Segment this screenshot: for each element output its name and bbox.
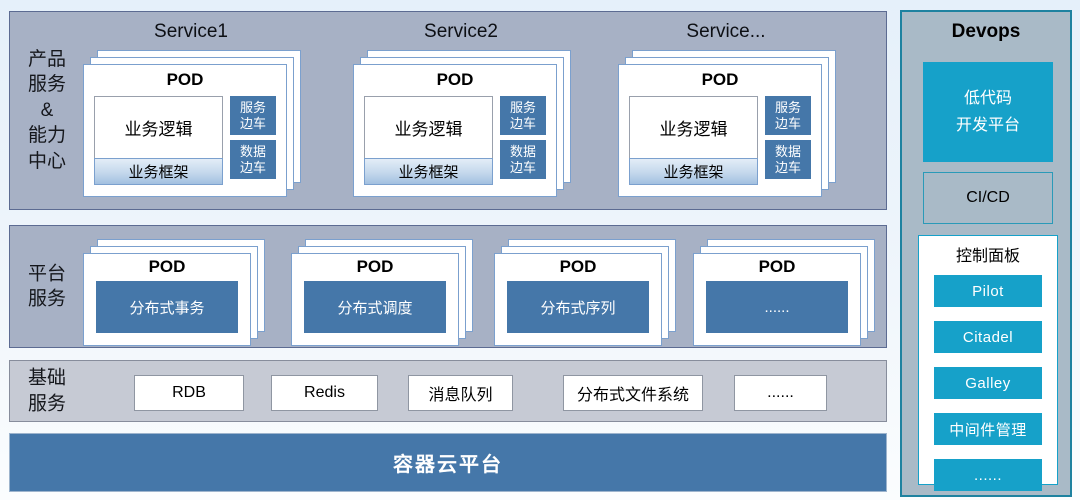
band-label-line: & [40,99,54,121]
container-cloud-band: 容器云平台 [9,433,887,492]
pod-card: POD 分布式序列 [494,253,662,346]
pod-body: 业务逻辑 业务框架 服务边车 数据边车 [84,90,286,185]
low-code-line: 低代码 [963,89,1012,107]
message-queue-box: 消息队列 [408,375,513,411]
ellipsis-box: ...... [734,375,827,411]
pod-title: POD [356,257,394,276]
service-group-3: Service... POD 业务逻辑 业务框架 服务边车 数据边车 [618,21,848,205]
business-framework-box: 业务框架 [94,158,223,185]
service-group-2: Service2 POD 业务逻辑 业务框架 服务边车 数据边车 [353,21,583,205]
pod-title: POD [701,70,739,89]
band-label-line: 中心 [27,150,66,172]
service-sidecar-box: 服务边车 [765,96,811,135]
data-sidecar-box: 数据边车 [765,140,811,179]
band-label-line: 基础 [27,367,66,389]
service-title: Service1 [154,21,228,42]
control-panel-title: 控制面板 [955,248,1020,265]
pod-stack: POD 业务逻辑 业务框架 服务边车 数据边车 [83,50,313,199]
data-sidecar-box: 数据边车 [500,140,546,179]
pod-card: POD ...... [693,253,861,346]
platform-services-band: 平台 服务 POD 分布式事务 POD 分布式调度 POD 分布式序列 POD … [9,225,887,348]
products-band-label: 产品 服务 & 能力 中心 [18,46,76,174]
service-sidecar-box: 服务边车 [500,96,546,135]
ellipsis-button: ...... [934,459,1042,491]
service-title: Service2 [424,21,498,42]
cicd-box: CI/CD [923,172,1053,224]
pilot-button: Pilot [934,275,1042,307]
distributed-filesystem-box: 分布式文件系统 [563,375,703,411]
pod-title: POD [559,257,597,276]
platform-pod-stack: POD ...... [693,239,875,346]
distributed-transaction-box: 分布式事务 [96,281,238,333]
sidecar-column: 服务边车 数据边车 [230,96,276,185]
rdb-box: RDB [134,375,244,411]
platform-pod-stack: POD 分布式事务 [83,239,265,346]
platform-band-label: 平台 服务 [18,261,76,312]
sidecar-column: 服务边车 数据边车 [765,96,811,185]
pod-card: POD 业务逻辑 业务框架 服务边车 数据边车 [618,64,822,197]
platform-pod-stack: POD 分布式序列 [494,239,676,346]
pod-stack: POD 业务逻辑 业务框架 服务边车 数据边车 [353,50,583,199]
service-group-1: Service1 POD 业务逻辑 业务框架 服务边车 数据边车 [83,21,313,205]
business-framework-box: 业务框架 [364,158,493,185]
ellipsis-box: ...... [706,281,848,333]
infra-band-label: 基础 服务 [18,365,76,416]
sidecar-column: 服务边车 数据边车 [500,96,546,185]
business-box: 业务逻辑 业务框架 [364,96,493,185]
business-logic-box: 业务逻辑 [394,120,463,139]
pod-body: 业务逻辑 业务框架 服务边车 数据边车 [619,90,821,185]
control-panel: 控制面板 Pilot Citadel Galley 中间件管理 ...... [918,235,1058,491]
band-label-line: 服务 [27,288,66,310]
low-code-platform-box: 低代码 开发平台 [923,62,1053,162]
business-framework-box: 业务框架 [629,158,758,185]
galley-button: Galley [934,367,1042,399]
container-cloud-label: 容器云平台 [393,454,503,476]
pod-body: 业务逻辑 业务框架 服务边车 数据边车 [354,90,556,185]
distributed-sequence-box: 分布式序列 [507,281,649,333]
band-label-line: 能力 [27,125,66,147]
pod-card: POD 业务逻辑 业务框架 服务边车 数据边车 [353,64,557,197]
low-code-line: 开发平台 [955,117,1020,134]
citadel-button: Citadel [934,321,1042,353]
data-sidecar-box: 数据边车 [230,140,276,179]
business-logic-box: 业务逻辑 [124,120,193,139]
pod-title: POD [436,70,474,89]
service-title: Service... [686,21,766,42]
band-label-line: 平台 [27,262,66,284]
business-box: 业务逻辑 业务框架 [94,96,223,185]
infrastructure-band: 基础 服务 RDB Redis 消息队列 分布式文件系统 ...... [9,360,887,422]
devops-title: Devops [951,21,1021,42]
pod-title: POD [148,257,186,276]
platform-pod-stack: POD 分布式调度 [291,239,473,346]
band-label-line: 服务 [27,74,66,96]
service-sidecar-box: 服务边车 [230,96,276,135]
pod-title: POD [758,257,796,276]
middleware-management-button: 中间件管理 [934,413,1042,445]
devops-sidebar: Devops 低代码 开发平台 CI/CD 控制面板 Pilot Citadel… [900,10,1072,497]
pod-card: POD 分布式调度 [291,253,459,346]
band-label-line: 服务 [27,393,66,414]
redis-box: Redis [271,375,378,411]
distributed-scheduler-box: 分布式调度 [304,281,446,333]
pod-title: POD [166,70,204,89]
business-logic-box: 业务逻辑 [659,120,728,139]
products-capability-band: 产品 服务 & 能力 中心 Service1 POD 业务逻辑 业务框架 服务边… [9,11,887,210]
pod-card: POD 业务逻辑 业务框架 服务边车 数据边车 [83,64,287,197]
band-label-line: 产品 [27,48,66,70]
pod-stack: POD 业务逻辑 业务框架 服务边车 数据边车 [618,50,848,199]
business-box: 业务逻辑 业务框架 [629,96,758,185]
pod-card: POD 分布式事务 [83,253,251,346]
